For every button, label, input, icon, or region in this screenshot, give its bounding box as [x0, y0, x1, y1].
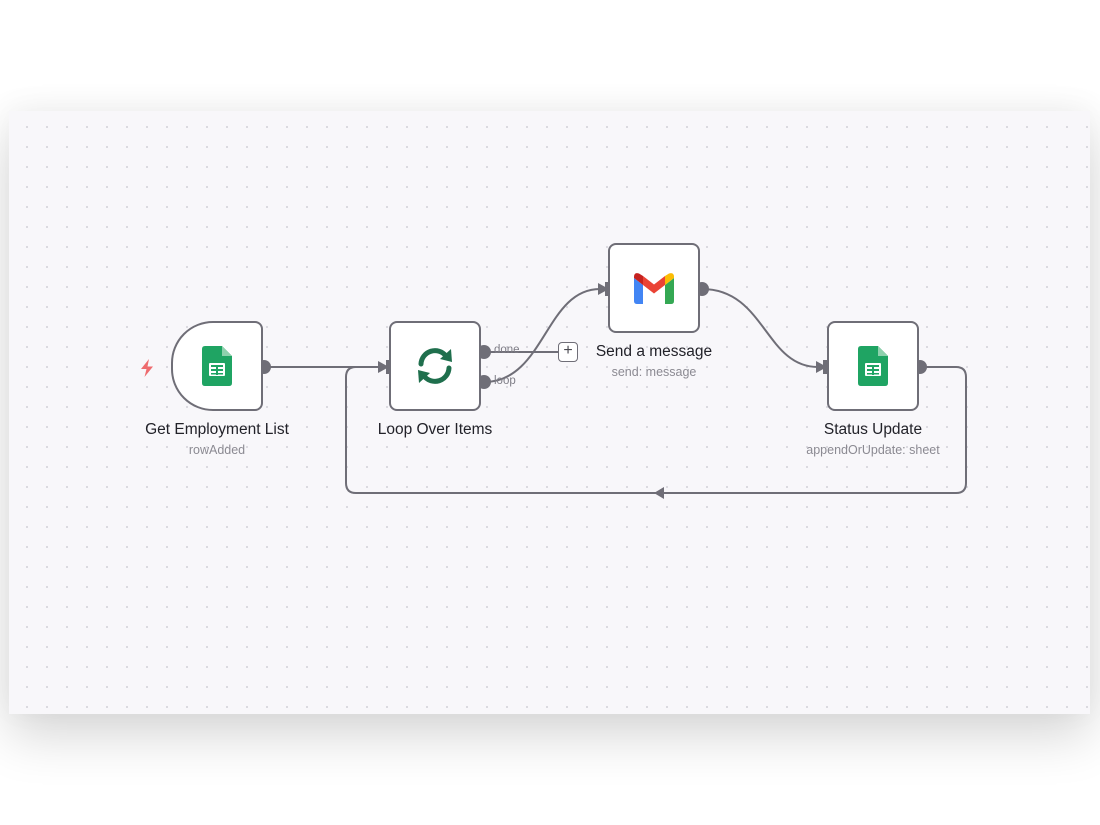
node-subtitle-send-a-message: send: message — [611, 365, 697, 379]
arrowhead-loop-input — [378, 361, 389, 373]
add-node-button[interactable]: + — [558, 342, 578, 362]
loop-arrows-icon — [418, 348, 452, 384]
node-get-employment-list[interactable] — [171, 321, 263, 411]
gmail-icon — [634, 273, 674, 304]
arrowhead-status-input — [816, 361, 827, 373]
plus-icon: + — [563, 342, 573, 359]
workflow-canvas[interactable] — [9, 111, 1090, 714]
node-subtitle-status-update: appendOrUpdate: sheet — [806, 443, 940, 457]
node-status-update[interactable] — [827, 321, 919, 411]
node-loop-over-items[interactable] — [389, 321, 481, 411]
arrowhead-send-input — [598, 283, 609, 295]
node-send-a-message[interactable] — [608, 243, 700, 333]
node-subtitle-get-employment-list: rowAdded — [188, 443, 246, 457]
output-label-loop: loop — [494, 375, 516, 387]
output-label-done: done — [494, 344, 520, 356]
input-connector-status-update[interactable] — [823, 360, 829, 374]
node-title-get-employment-list: Get Employment List — [145, 421, 289, 438]
connection-loop-to-send-message[interactable] — [483, 288, 601, 383]
node-title-send-a-message: Send a message — [595, 343, 713, 360]
node-title-loop-over-items: Loop Over Items — [377, 421, 493, 438]
connection-send-to-status[interactable] — [701, 288, 819, 368]
node-title-status-update: Status Update — [823, 421, 923, 438]
google-sheets-icon — [202, 346, 232, 386]
google-sheets-icon — [858, 346, 888, 386]
lightning-bolt-icon — [141, 359, 153, 377]
back-edge-direction-arrow — [654, 487, 664, 499]
